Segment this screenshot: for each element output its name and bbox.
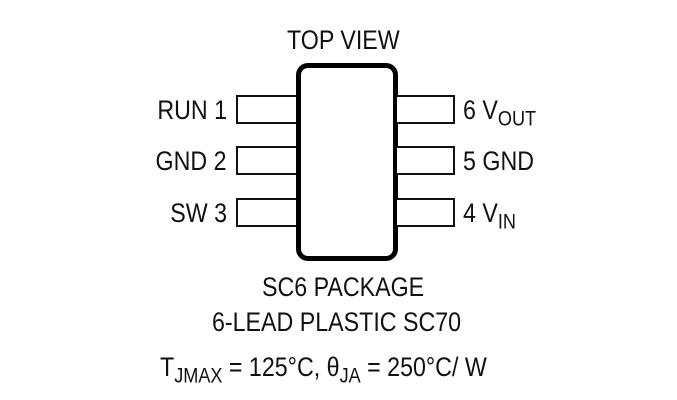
pin-1-lead — [236, 95, 296, 124]
pin-2-label: GND 2 — [156, 146, 227, 176]
tj-subscript: JMAX — [174, 364, 223, 388]
pin-4-name: V — [482, 198, 498, 228]
pin-5-name: GND — [482, 146, 534, 176]
pin-6-name: V — [482, 95, 498, 125]
thermal-spec: TJMAX = 125°C, θJA = 250°C/ W — [160, 352, 487, 387]
pin-3-lead — [236, 198, 296, 227]
theta-symbol: θ — [326, 352, 340, 382]
theta-subscript: JA — [339, 364, 361, 388]
pin-4-number: 4 — [463, 198, 483, 228]
pin-2-lead — [236, 146, 296, 175]
pin-4-subscript: IN — [497, 210, 516, 234]
theta-value: = 250°C/ W — [360, 352, 487, 382]
pin-5-lead — [397, 146, 455, 175]
tj-value: = 125°C, — [222, 352, 327, 382]
pin-1-label: RUN 1 — [157, 95, 227, 125]
pin-6-label: 6 VOUT — [463, 95, 536, 130]
top-view-title: TOP VIEW — [287, 25, 400, 55]
pin-4-lead — [397, 198, 455, 227]
pin-6-lead — [397, 95, 455, 124]
tj-symbol: T — [160, 352, 175, 382]
pin-6-number: 6 — [463, 95, 483, 125]
package-body — [296, 63, 398, 261]
pin-5-number: 5 — [463, 146, 483, 176]
package-description: 6-LEAD PLASTIC SC70 — [212, 307, 462, 337]
pin-5-label: 5 GND — [463, 148, 534, 175]
pin-4-label: 4 VIN — [463, 198, 516, 233]
pin-6-subscript: OUT — [497, 107, 537, 131]
pin-3-label: SW 3 — [170, 198, 227, 228]
package-name: SC6 PACKAGE — [262, 272, 425, 302]
